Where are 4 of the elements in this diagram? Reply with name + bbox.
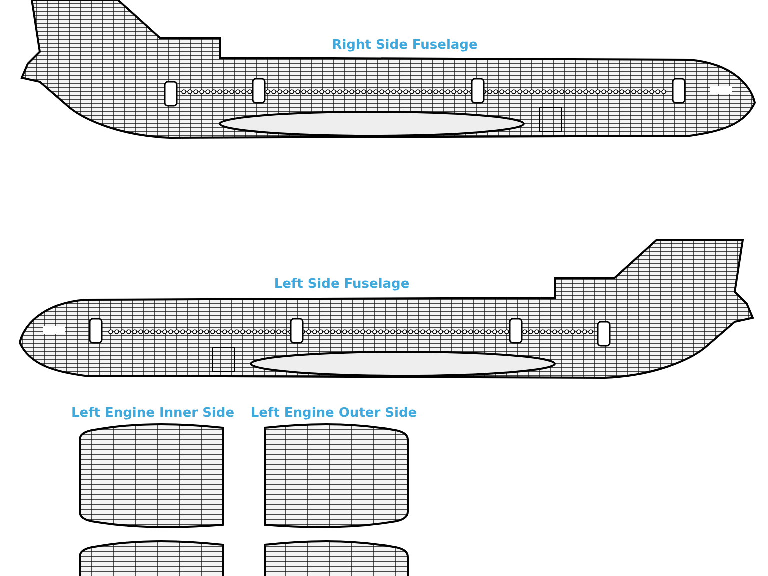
drawing-caption: Right Side Fuselage bbox=[332, 38, 478, 53]
drawing-caption: Left Engine Inner Side bbox=[71, 406, 235, 421]
drawing-caption: Left Engine Outer Side bbox=[250, 406, 418, 421]
drawing-caption: Left Side Fuselage bbox=[274, 277, 410, 292]
